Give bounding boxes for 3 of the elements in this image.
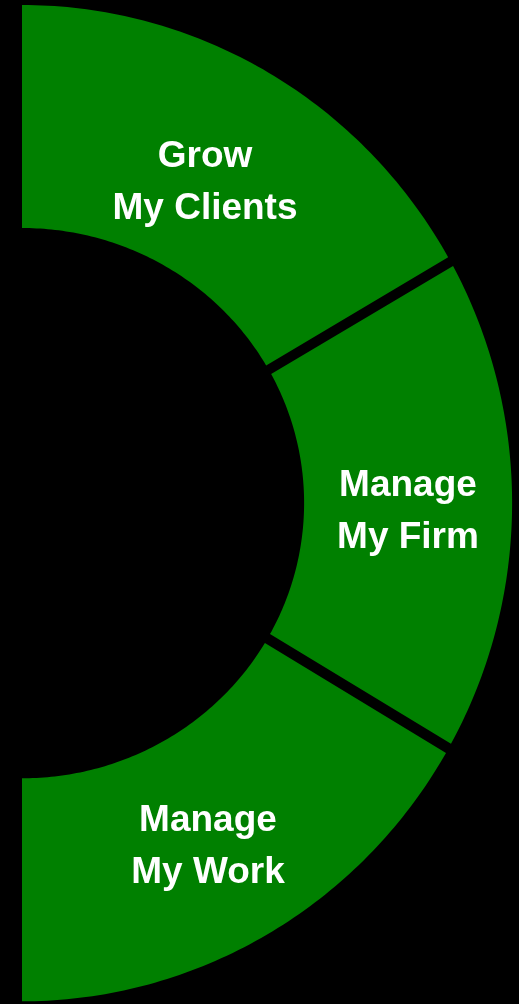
segment-label: Manage My Firm	[337, 462, 479, 558]
segment-label: Grow My Clients	[112, 133, 298, 229]
segment-label: Manage My Work	[131, 797, 285, 893]
